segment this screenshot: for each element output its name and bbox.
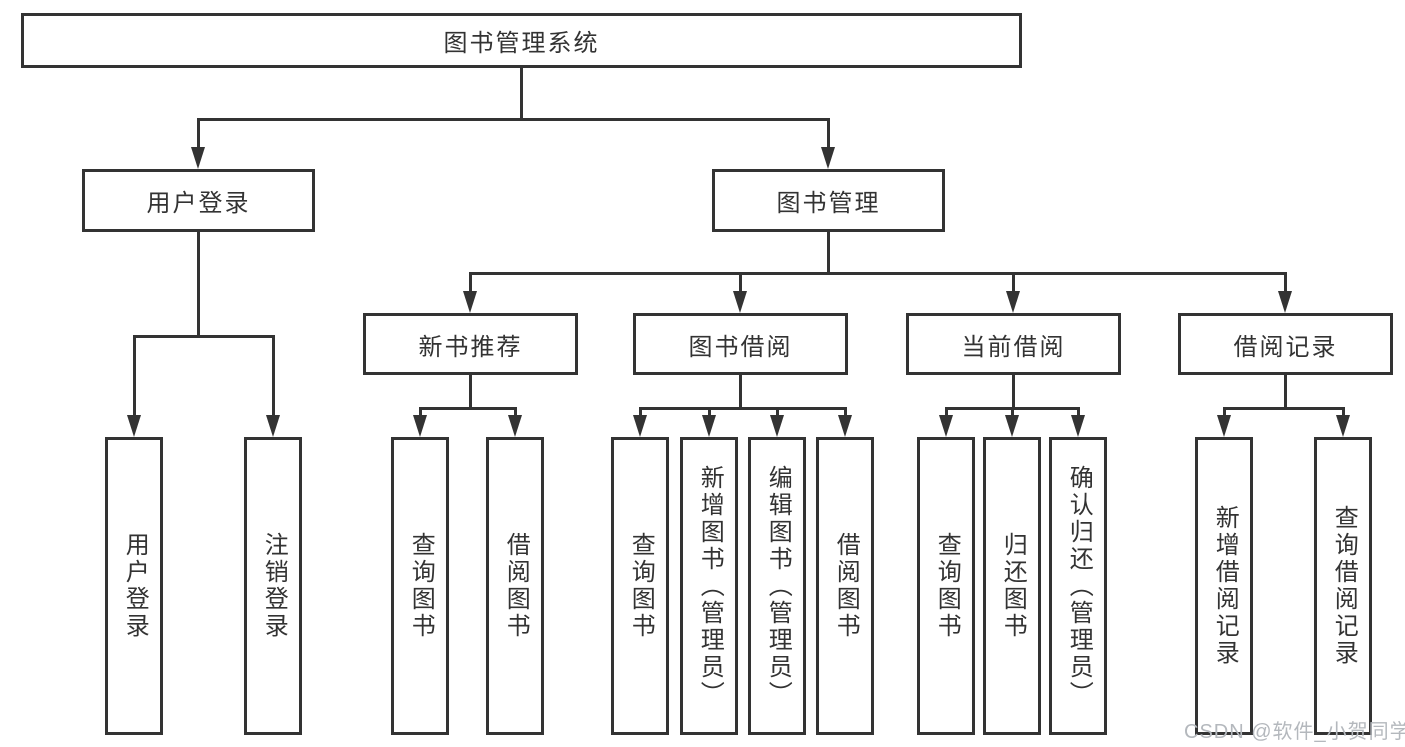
leaf-label: 归还图书 xyxy=(999,532,1027,640)
leaf-label: 注销登录 xyxy=(260,532,288,640)
leaf-label: 新增图书（管理员） xyxy=(696,464,724,708)
connector-line xyxy=(1223,407,1345,410)
connector-line xyxy=(739,375,742,407)
leaf-label: 确认归还（管理员） xyxy=(1065,464,1093,708)
connector-line xyxy=(469,375,472,407)
root-node-library-management-system: 图书管理系统 xyxy=(21,13,1022,68)
connector-line xyxy=(1284,272,1287,292)
leaf-logout: 注销登录 xyxy=(244,437,302,735)
connector-line xyxy=(945,407,948,417)
node-label: 新书推荐 xyxy=(418,333,523,361)
leaf-query-books-current: 查询图书 xyxy=(917,437,975,735)
node-label: 图书管理 xyxy=(776,190,881,217)
connector-line xyxy=(708,407,711,417)
leaf-return-books: 归还图书 xyxy=(983,437,1041,735)
leaf-label: 查询借阅记录 xyxy=(1330,505,1358,667)
arrow-down-icon xyxy=(1006,291,1020,313)
leaf-borrow-books: 借阅图书 xyxy=(816,437,874,735)
leaf-edit-books-admin: 编辑图书（管理员） xyxy=(748,437,806,735)
leaf-confirm-return-admin: 确认归还（管理员） xyxy=(1049,437,1107,735)
node-label: 图书借阅 xyxy=(688,333,793,361)
arrow-down-icon xyxy=(413,415,427,437)
root-node-label: 图书管理系统 xyxy=(443,30,600,57)
node-current-borrow: 当前借阅 xyxy=(906,313,1121,375)
connector-line xyxy=(1012,272,1015,292)
leaf-borrow-books-recommend: 借阅图书 xyxy=(486,437,544,735)
connector-line xyxy=(1223,407,1226,417)
connector-line xyxy=(639,407,642,417)
node-label: 用户登录 xyxy=(146,190,251,217)
connector-line xyxy=(514,407,517,417)
connector-line xyxy=(419,407,517,410)
connector-line xyxy=(469,272,1287,275)
connector-line xyxy=(197,118,200,148)
arrow-down-icon xyxy=(838,415,852,437)
arrow-down-icon xyxy=(821,147,835,169)
node-label: 当前借阅 xyxy=(961,333,1066,361)
leaf-label: 用户登录 xyxy=(121,532,149,640)
leaf-user-login: 用户登录 xyxy=(105,437,163,735)
node-label: 借阅记录 xyxy=(1233,333,1338,361)
leaf-label: 借阅图书 xyxy=(832,532,860,640)
connector-line xyxy=(1342,407,1345,417)
connector-line xyxy=(197,118,830,121)
connector-line xyxy=(520,68,523,118)
arrow-down-icon xyxy=(266,415,280,437)
leaf-label: 查询图书 xyxy=(933,532,961,640)
arrow-down-icon xyxy=(1278,291,1292,313)
connector-line xyxy=(469,272,472,292)
leaf-add-books-admin: 新增图书（管理员） xyxy=(680,437,738,735)
connector-line xyxy=(1012,375,1015,407)
connector-line xyxy=(133,335,275,338)
connector-line xyxy=(827,232,830,272)
leaf-label: 编辑图书（管理员） xyxy=(764,464,792,708)
node-book-management: 图书管理 xyxy=(712,169,945,232)
connector-line xyxy=(197,232,200,335)
arrow-down-icon xyxy=(1071,415,1085,437)
arrow-down-icon xyxy=(1336,415,1350,437)
node-borrow-records: 借阅记录 xyxy=(1178,313,1393,375)
arrow-down-icon xyxy=(633,415,647,437)
connector-line xyxy=(272,335,275,417)
arrow-down-icon xyxy=(1217,415,1231,437)
connector-line xyxy=(419,407,422,417)
arrow-down-icon xyxy=(463,291,477,313)
connector-line xyxy=(133,335,136,417)
arrow-down-icon xyxy=(508,415,522,437)
connector-line xyxy=(827,118,830,148)
arrow-down-icon xyxy=(770,415,784,437)
arrow-down-icon xyxy=(127,415,141,437)
connector-line xyxy=(1011,407,1014,417)
arrow-down-icon xyxy=(702,415,716,437)
arrow-down-icon xyxy=(1005,415,1019,437)
leaf-query-borrow-record: 查询借阅记录 xyxy=(1314,437,1372,735)
leaf-query-books-recommend: 查询图书 xyxy=(391,437,449,735)
leaf-add-borrow-record: 新增借阅记录 xyxy=(1195,437,1253,735)
connector-line xyxy=(844,407,847,417)
arrow-down-icon xyxy=(733,291,747,313)
arrow-down-icon xyxy=(191,147,205,169)
node-new-book-recommend: 新书推荐 xyxy=(363,313,578,375)
connector-line xyxy=(776,407,779,417)
leaf-query-books: 查询图书 xyxy=(611,437,669,735)
node-book-borrow: 图书借阅 xyxy=(633,313,848,375)
leaf-label: 借阅图书 xyxy=(502,532,530,640)
leaf-label: 查询图书 xyxy=(407,532,435,640)
csdn-watermark: CSDN @软件_小贺同学 xyxy=(1184,721,1405,743)
arrow-down-icon xyxy=(939,415,953,437)
connector-line xyxy=(739,272,742,292)
node-user-login: 用户登录 xyxy=(82,169,315,232)
leaf-label: 新增借阅记录 xyxy=(1211,505,1239,667)
leaf-label: 查询图书 xyxy=(627,532,655,640)
connector-line xyxy=(639,407,847,410)
connector-line xyxy=(1284,375,1287,407)
connector-line xyxy=(1077,407,1080,417)
